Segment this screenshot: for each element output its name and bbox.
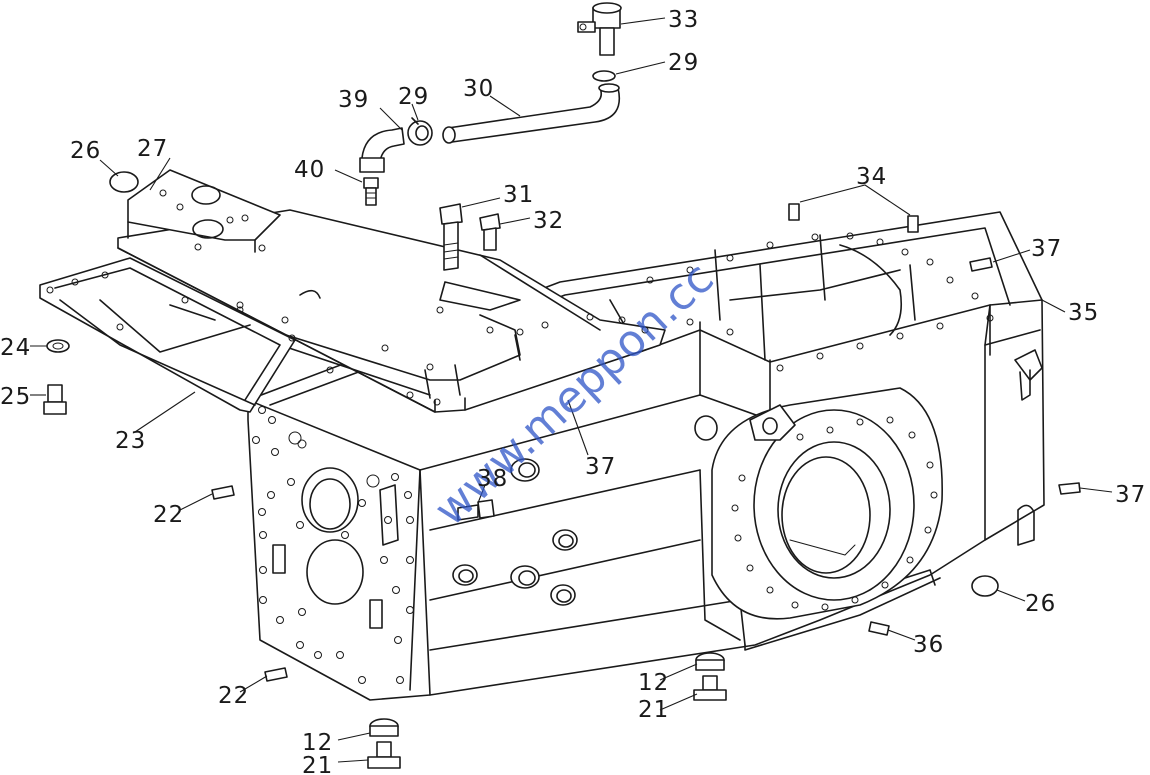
callout-26-right: 26 (1025, 591, 1056, 617)
hose-clamp-29-top (592, 70, 616, 82)
drain-plug-set-a (693, 652, 727, 701)
bolt-31 (439, 203, 463, 271)
washer-24 (46, 339, 70, 353)
callout-29-top: 29 (668, 50, 699, 76)
breather-pipe-30 (442, 83, 620, 144)
callout-30: 30 (463, 76, 494, 102)
pins-22 (211, 485, 288, 682)
callout-40: 40 (294, 157, 325, 183)
callout-38: 38 (477, 466, 508, 492)
callout-36: 36 (913, 632, 944, 658)
pin-36 (868, 621, 890, 636)
gasket-plate (39, 257, 296, 413)
callout-24: 24 (0, 335, 31, 361)
drain-plug-set-b (367, 718, 401, 769)
callout-21-left: 21 (302, 753, 333, 775)
callout-35: 35 (1068, 300, 1099, 326)
plug-26-right (971, 575, 999, 597)
dowel-pins-37 (969, 257, 1081, 495)
dowel-pins-34 (788, 203, 919, 233)
callout-32: 32 (533, 208, 564, 234)
leader-lines (30, 17, 1113, 763)
callout-37-top: 37 (1031, 236, 1062, 262)
callout-34: 34 (856, 164, 887, 190)
breather-part-33 (577, 2, 622, 56)
callout-33: 33 (668, 7, 699, 33)
callout-29-mid: 29 (398, 84, 429, 110)
top-cover (117, 169, 666, 413)
bolt-25 (43, 384, 67, 415)
callout-26-top: 26 (70, 138, 101, 164)
bolt-38 (457, 499, 495, 521)
callout-12-left: 12 (302, 730, 333, 756)
callout-21-right: 21 (638, 697, 669, 723)
callout-22-bottom: 22 (218, 683, 249, 709)
callout-23: 23 (115, 428, 146, 454)
callout-25: 25 (0, 384, 31, 410)
callout-37-right: 37 (1115, 482, 1146, 508)
callout-12-right: 12 (638, 670, 669, 696)
adapter-40 (363, 177, 379, 206)
callout-39: 39 (338, 87, 369, 113)
callout-31: 31 (503, 182, 534, 208)
callout-numbers: 33 29 30 39 29 40 26 27 31 32 34 37 35 2… (0, 7, 1146, 775)
elbow-fitting-39 (359, 127, 405, 173)
bolt-32 (479, 213, 501, 251)
callout-27: 27 (137, 136, 168, 162)
plug-26-top (109, 171, 139, 193)
callout-37-mid: 37 (585, 454, 616, 480)
hose-clamp-29 (407, 117, 433, 146)
callout-22-top: 22 (153, 502, 184, 528)
